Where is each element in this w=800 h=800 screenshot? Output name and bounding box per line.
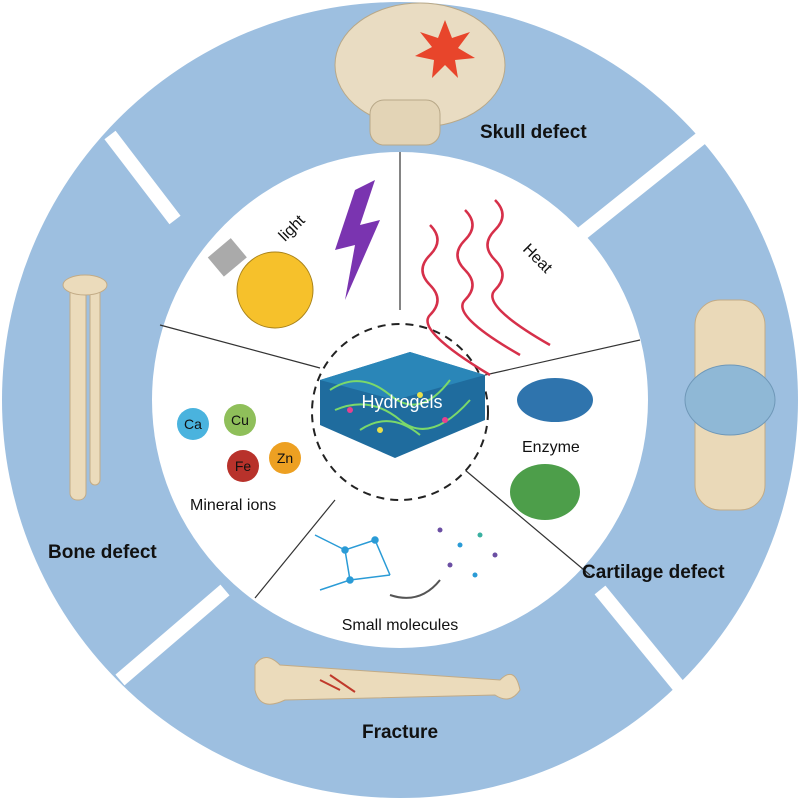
mineral-ions-icon: Ca Cu Fe Zn (177, 404, 301, 482)
knee-joint-icon (684, 299, 776, 511)
hydrogel-block-icon: Hydrogels (320, 352, 485, 458)
inner-dividers (159, 152, 641, 599)
ion-fe: Fe (235, 458, 252, 474)
skull-defect-label: Skull defect (480, 122, 587, 143)
ion-zn: Zn (277, 450, 293, 466)
small-molecules-label: Small molecules (342, 617, 458, 634)
skull-icon (334, 2, 506, 146)
center-label: Hydrogels (361, 392, 442, 412)
ion-cu: Cu (231, 412, 249, 428)
fractured-bone-icon (254, 657, 521, 705)
molecular-network-icon (314, 534, 391, 591)
cartilage-defect-label: Cartilage defect (582, 562, 725, 583)
ion-ca: Ca (184, 416, 202, 432)
molecules-dots-icon (437, 527, 498, 578)
enzyme-label: Enzyme (522, 439, 580, 456)
enzyme-blue-icon (517, 378, 593, 422)
lightning-icon (335, 180, 380, 300)
arrow-icon (389, 579, 441, 599)
ring-dividers (104, 129, 710, 705)
long-bone-icon (62, 274, 108, 501)
light-bulb-icon (207, 238, 314, 329)
heat-waves-icon (421, 199, 551, 377)
mineral-ions-label: Mineral ions (190, 497, 276, 514)
fracture-label: Fracture (362, 722, 438, 743)
enzyme-green-icon (510, 464, 580, 520)
bone-defect-label: Bone defect (48, 542, 157, 563)
